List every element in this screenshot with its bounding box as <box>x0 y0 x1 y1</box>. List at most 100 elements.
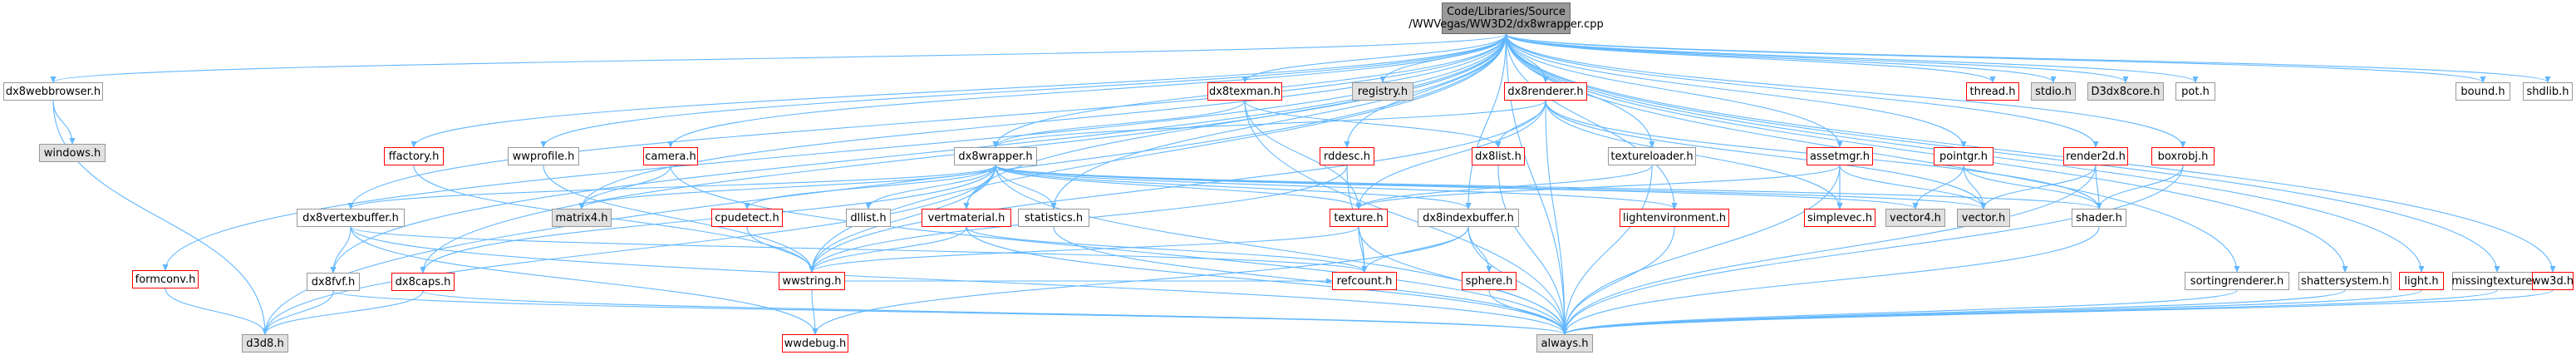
edge-root-to-dx8vertexbuffer <box>351 33 1507 209</box>
node-formconv[interactable]: formconv.h <box>132 270 199 288</box>
edge-assetmgr-to-vector <box>1839 165 1984 209</box>
node-dllist[interactable]: dllist.h <box>846 209 891 227</box>
node-windows[interactable]: windows.h <box>39 144 106 162</box>
node-dx8renderer[interactable]: dx8renderer.h <box>1504 82 1587 101</box>
node-cpudetect[interactable]: cpudetect.h <box>711 209 783 227</box>
edge-dx8wrapper-to-d3dx8 <box>265 165 996 334</box>
edge-root-to-formconv <box>165 33 1507 270</box>
edge-dx8wrapper-to-wwstring <box>812 165 996 272</box>
edge-shader-to-always <box>1565 226 2100 334</box>
edge-root-to-wwprofile <box>543 33 1507 147</box>
node-shattersystem[interactable]: shattersystem.h <box>2298 272 2392 290</box>
node-refcount[interactable]: refcount.h <box>1332 272 1397 290</box>
edge-dx8wrapper-to-matrix4 <box>582 165 996 209</box>
node-statistics[interactable]: statistics.h <box>1018 209 1089 227</box>
edge-root-to-boxrobj <box>1505 33 2184 147</box>
node-light[interactable]: light.h <box>2399 272 2444 290</box>
node-vertmaterial[interactable]: vertmaterial.h <box>922 209 1011 227</box>
node-pot[interactable]: pot.h <box>2175 82 2215 101</box>
node-d3d8[interactable]: d3d8.h <box>242 334 288 353</box>
edge-camera-to-always <box>670 165 1565 334</box>
edge-dx8fvf-to-always <box>332 290 1565 334</box>
edge-dx8wrapper-to-lightenvironment <box>995 165 1674 209</box>
node-dx8webbrowser[interactable]: dx8webbrowser.h <box>3 82 103 101</box>
node-root-dx8wrapper-cpp[interactable]: Code/Libraries/Source /WWVegas/WW3D2/dx8… <box>1408 2 1604 34</box>
edge-dx8indexbuffer-to-wwdebug <box>815 226 1469 334</box>
node-stdio[interactable]: stdio.h <box>2031 82 2076 101</box>
edge-dxdlist-to-always <box>1497 165 1565 334</box>
node-ffactory[interactable]: ffactory.h <box>384 147 444 165</box>
node-vector[interactable]: vector.h <box>1957 209 2010 227</box>
edge-dx8wrapper-to-cpudetect <box>747 165 996 209</box>
node-missingtexture[interactable]: missingtexture.h <box>2451 272 2543 290</box>
node-always[interactable]: always.h <box>1536 334 1593 353</box>
node-registry[interactable]: registry.h <box>1352 82 1413 101</box>
edge-textureloader-to-always <box>1565 165 1653 334</box>
node-wwdebug[interactable]: wwdebug.h <box>782 334 848 353</box>
edge-sphere-to-always <box>1488 289 1565 334</box>
edge-root-to-stdio <box>1505 33 2054 82</box>
node-rddesc[interactable]: rddesc.h <box>1320 147 1374 165</box>
edge-formconv-to-d3dx8 <box>165 288 265 334</box>
edge-dx8wrapper-to-statistics <box>995 165 1054 209</box>
edge-root-to-dx8webbrowser <box>53 33 1507 82</box>
edge-shattersystem-to-always <box>1565 289 2346 334</box>
node-ww3d[interactable]: ww3d.h <box>2532 272 2574 290</box>
edge-dx8texman-to-dxdlist <box>1244 100 1498 147</box>
edge-missingtexture-to-always <box>1565 289 2498 334</box>
edge-root-to-thread <box>1505 33 1993 82</box>
edge-dx8renderer-to-always <box>1545 100 1565 334</box>
edge-dx8caps-to-d3dx8 <box>265 290 424 334</box>
edge-root-to-statistics <box>1054 33 1507 209</box>
edge-camera-to-matrix4 <box>582 165 671 209</box>
node-vector4[interactable]: vector4.h <box>1885 209 1945 227</box>
node-assetmgr[interactable]: assetmgr.h <box>1807 147 1873 165</box>
edge-pointgr-to-shader <box>1963 165 2099 209</box>
node-lightenvironment[interactable]: lightenvironment.h <box>1620 209 1729 227</box>
edge-root-to-d3dx8core <box>1505 33 2126 82</box>
node-simplevec[interactable]: simplevec.h <box>1804 209 1875 227</box>
edge-wwprofile-to-wwstring <box>543 165 812 272</box>
node-camera[interactable]: camera.h <box>643 147 698 165</box>
node-dx8indexbuffer[interactable]: dx8indexbuffer.h <box>1418 209 1519 227</box>
node-dx8list[interactable]: dx8list.h <box>1472 147 1525 165</box>
edge-texture-to-wwstring <box>812 226 1359 272</box>
node-sortingrenderer[interactable]: sortingrenderer.h <box>2185 272 2289 290</box>
edge-root-to-dx8indexbuffer <box>1468 33 1507 209</box>
node-boxrobj[interactable]: boxrobj.h <box>2151 147 2215 165</box>
node-d3dx8core[interactable]: D3dx8core.h <box>2087 82 2164 101</box>
edge-light-to-always <box>1565 289 2422 334</box>
edge-root-to-pot <box>1505 33 2196 82</box>
edge-dx8wrapper-to-texture <box>995 165 1359 209</box>
edge-sortingrenderer-to-always <box>1565 289 2238 334</box>
edge-vertmaterial-to-wwstring <box>812 226 967 272</box>
node-dx8texman[interactable]: dx8texman.h <box>1207 82 1282 101</box>
node-texture[interactable]: texture.h <box>1330 209 1388 227</box>
edge-root-to-matrix4 <box>582 33 1507 209</box>
edge-root-to-ww3d <box>1505 33 2554 272</box>
node-sphere[interactable]: sphere.h <box>1462 272 1517 290</box>
node-wwprofile[interactable]: wwprofile.h <box>508 147 579 165</box>
edge-assetmgr-to-texture <box>1359 165 1841 209</box>
node-pointgr[interactable]: pointgr.h <box>1934 147 1993 165</box>
node-textureloader[interactable]: textureloader.h <box>1608 147 1696 165</box>
edge-root-to-registry <box>1383 33 1507 82</box>
node-thread[interactable]: thread.h <box>1966 82 2019 101</box>
edge-root-to-dx8texman <box>1245 33 1507 82</box>
node-wwstring[interactable]: wwstring.h <box>779 272 845 290</box>
root-path-line2: /WWVegas/WW3D2/dx8wrapper.cpp <box>1408 18 1604 31</box>
node-shader[interactable]: shader.h <box>2072 209 2126 227</box>
node-dx8wrapper-h[interactable]: dx8wrapper.h <box>954 147 1037 165</box>
edge-dx8webbrowser-to-d3dx8 <box>52 100 265 334</box>
node-shdlib[interactable]: shdlib.h <box>2523 82 2573 101</box>
edge-dx8renderer-to-vector <box>1545 100 1984 209</box>
node-render2d[interactable]: render2d.h <box>2063 147 2128 165</box>
node-matrix4[interactable]: matrix4.h <box>552 209 612 227</box>
node-dx8vertexbuffer[interactable]: dx8vertexbuffer.h <box>297 209 405 227</box>
node-dx8fvf[interactable]: dx8fvf.h <box>307 273 360 291</box>
node-bound[interactable]: bound.h <box>2456 82 2510 101</box>
edge-dx8fvf-to-d3dx8 <box>265 290 334 334</box>
edge-root-to-ffactory <box>414 33 1507 147</box>
node-dx8caps[interactable]: dx8caps.h <box>391 273 455 291</box>
